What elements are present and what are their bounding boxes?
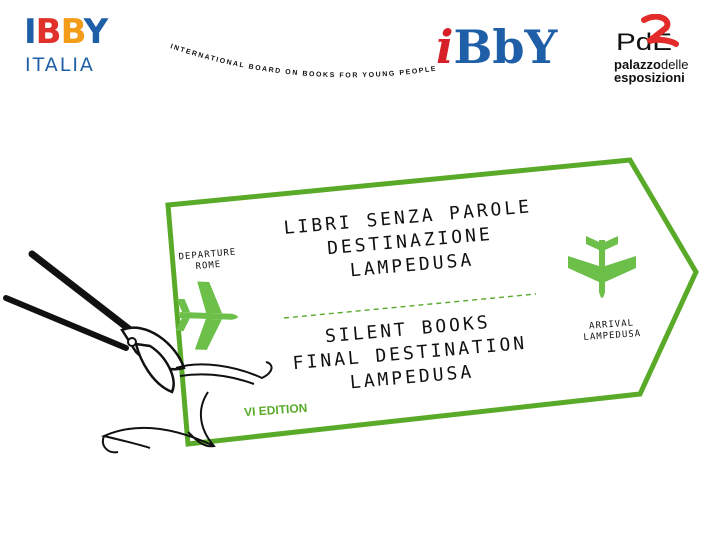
pde-text-line2: esposizioni [614, 70, 685, 85]
ibby-italia-logo: IBBY ITALIA [24, 14, 112, 80]
pde-mark-icon: PdE [616, 14, 679, 56]
ribbon-icon [100, 361, 273, 454]
scissors-icon [3, 250, 186, 394]
palazzo-esposizioni-logo: PdE palazzodelle esposizioni [608, 14, 708, 84]
motto-arc-text: INTERNATIONAL BOARD ON BOOKS FOR YOUNG P… [169, 43, 436, 79]
plane-icon-departure [175, 281, 238, 350]
dashed-separator [283, 293, 537, 319]
ibby-logo: iBbY [436, 20, 558, 74]
pde-text-line1: palazzodelle [614, 57, 689, 72]
ticket-outline [165, 157, 699, 447]
ibby-italia-logo-mark: IBBY [24, 12, 108, 52]
plane-icon-arrival [568, 236, 636, 298]
ibby-italia-logo-text: ITALIA [25, 54, 95, 76]
